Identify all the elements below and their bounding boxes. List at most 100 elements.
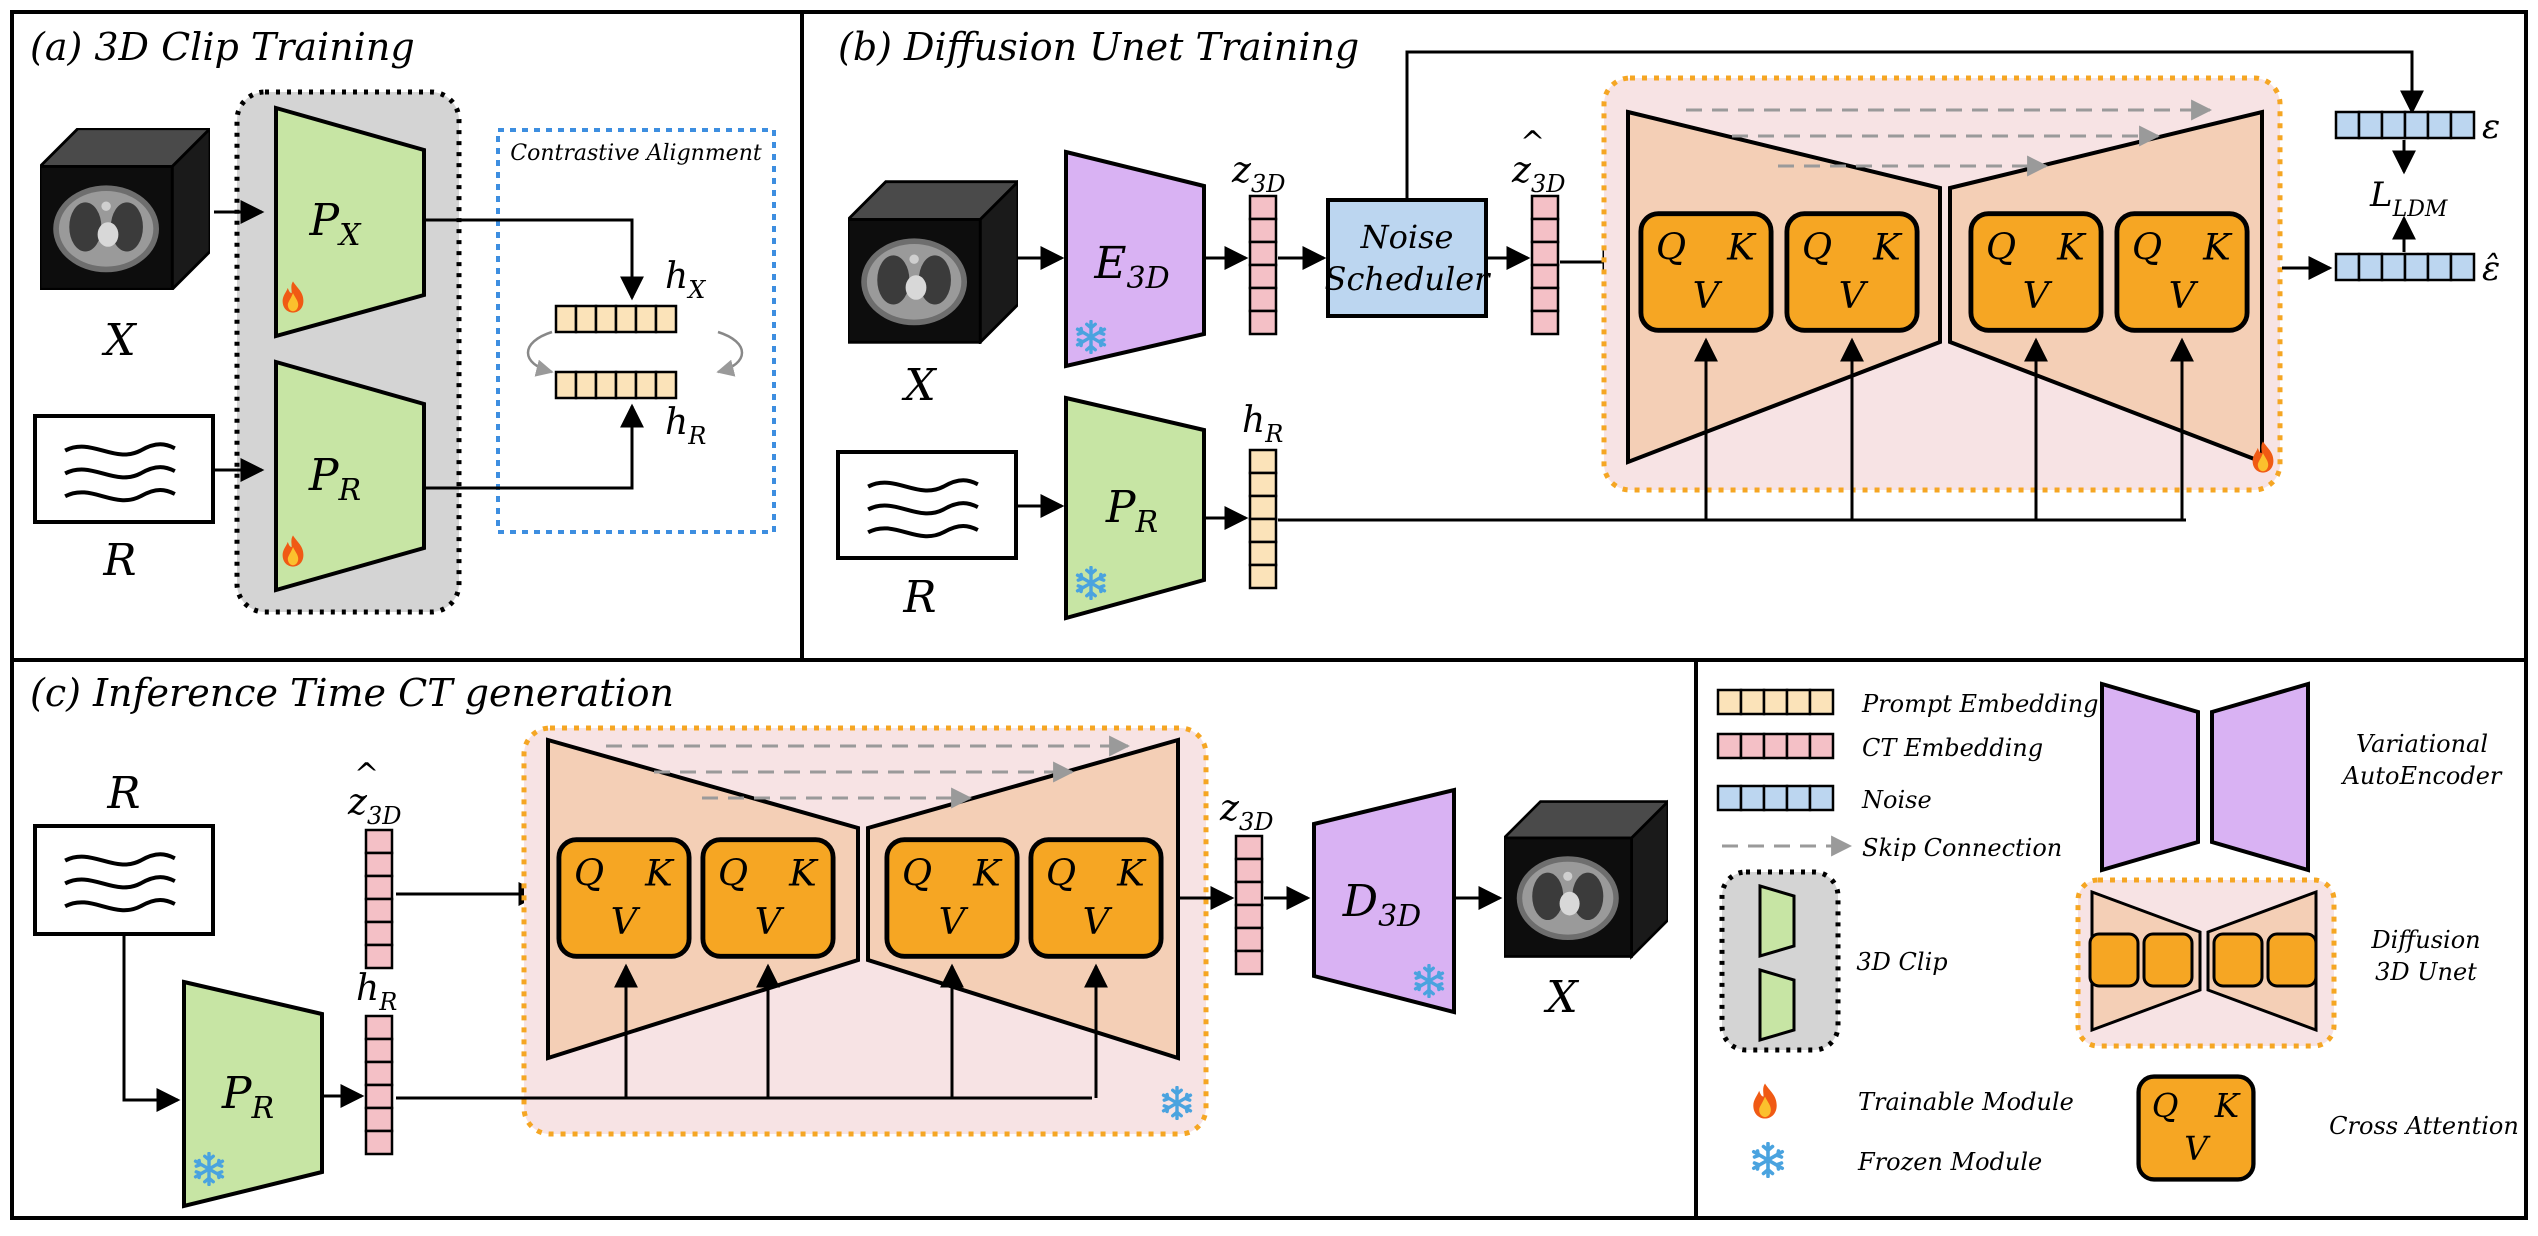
- report-box: [33, 824, 215, 936]
- embedding-cell: [1248, 471, 1278, 498]
- embedding-z3d: [1234, 834, 1264, 976]
- hr-sub: R: [687, 422, 706, 450]
- embedding-cell: [2380, 110, 2407, 140]
- zhat-letter: z: [1511, 150, 1532, 191]
- align-arrow-left: [526, 330, 554, 377]
- zhat-hat: ^: [1520, 125, 1545, 160]
- legend-cross-attention: [2139, 1077, 2254, 1180]
- pr-letter: P: [308, 450, 340, 501]
- embedding-cell: [1762, 732, 1789, 760]
- embedding-cell: [364, 1129, 394, 1156]
- embedding-cell: [1248, 286, 1278, 313]
- pr-letter: P: [221, 1068, 253, 1119]
- embedding-cell: [1530, 263, 1560, 290]
- panel-a-title: (a) 3D Clip Training: [30, 25, 415, 69]
- embedding-cell: [574, 304, 598, 334]
- z-letter: z: [1219, 788, 1240, 829]
- embedding-z3d-hat: [1530, 194, 1560, 336]
- embedding-cell: [1234, 857, 1264, 884]
- legend-vae-label-1: Variational: [2356, 730, 2488, 758]
- svg-text:z3D: z3D: [1219, 788, 1273, 836]
- embedding-cell: [1530, 286, 1560, 313]
- legend-vae-encoder: [2100, 681, 2200, 873]
- embedding-cell: [2403, 110, 2430, 140]
- symbol-r: R: [102, 535, 136, 586]
- z-letter: z: [1231, 150, 1252, 191]
- hx-letter: h: [665, 256, 688, 297]
- embedding-cell: [1716, 688, 1743, 716]
- legend-trainable-label: Trainable Module: [1858, 1088, 2074, 1116]
- embedding-cell: [1248, 494, 1278, 521]
- report-box: [836, 450, 1018, 560]
- hr-letter: h: [665, 402, 688, 443]
- symbol-x: X: [1543, 972, 1579, 1023]
- embedding-cell: [2426, 110, 2453, 140]
- px-letter: P: [309, 195, 341, 246]
- ct-volume-icon: [848, 180, 1018, 344]
- zhat-sub: 3D: [367, 802, 402, 830]
- embedding-cell: [364, 920, 394, 947]
- embedding-cell: [1808, 732, 1835, 760]
- embedding-cell: [364, 897, 394, 924]
- embedding-z3d-hat: [364, 828, 394, 970]
- legend-ct-label: CT Embedding: [1862, 734, 2043, 762]
- pr-letter: P: [1105, 482, 1137, 533]
- embedding-cell: [1739, 732, 1766, 760]
- embedding-cell: [1248, 448, 1278, 475]
- embedding-cell: [614, 304, 638, 334]
- embedding-cell: [1530, 309, 1560, 336]
- svg-text:hX: hX: [665, 256, 706, 304]
- panel-b: X R E3D PR z3D Noise Scheduler z3D ^: [836, 50, 2500, 623]
- svg-text:z3D: z3D: [1231, 150, 1285, 198]
- embedding-cell: [2426, 252, 2453, 282]
- embedding-cell: [1234, 834, 1264, 861]
- cross-attention-block: [1031, 840, 1161, 957]
- embedding-cell: [1785, 784, 1812, 812]
- panel-frames: [10, 10, 2528, 1220]
- ct-volume-icon: [40, 128, 210, 290]
- contrastive-label: Contrastive Alignment: [510, 141, 762, 166]
- embedding-cell: [364, 1037, 394, 1064]
- hr-sub: R: [1264, 420, 1283, 448]
- legend-unet-label-1: Diffusion: [2370, 926, 2480, 954]
- embedding-cell: [364, 851, 394, 878]
- noise-scheduler-label-1: Noise: [1360, 218, 1454, 256]
- encoder-e3d: [1064, 149, 1206, 369]
- d-sub: 3D: [1378, 899, 1421, 934]
- cross-attention-block: [2117, 214, 2247, 331]
- noise-scheduler-label-2: Scheduler: [1325, 260, 1492, 298]
- projector-px: [274, 105, 426, 339]
- embedding-cell: [634, 370, 658, 400]
- embedding-hr: [554, 370, 678, 400]
- embedding-hx: [554, 304, 678, 334]
- contrastive-box: [496, 128, 776, 534]
- pr-sub: R: [338, 473, 362, 508]
- symbol-r: R: [902, 572, 936, 623]
- embedding-cell: [554, 370, 578, 400]
- svg-text:hR: hR: [1242, 400, 1283, 448]
- hr-letter: h: [356, 968, 379, 1009]
- svg-text:LLDM: LLDM: [2369, 175, 2448, 222]
- pr-sub: R: [251, 1091, 275, 1126]
- hr-sub: R: [378, 988, 397, 1016]
- cross-attention-block: [1971, 214, 2101, 331]
- embedding-cell: [2380, 252, 2407, 282]
- embedding-cell: [1248, 517, 1278, 544]
- embedding-cell: [1808, 688, 1835, 716]
- snowflake-icon: [1751, 1142, 1785, 1178]
- embedding-cell: [364, 1060, 394, 1087]
- embedding-cell: [1248, 194, 1278, 221]
- legend-ct-swatch: [1716, 732, 1835, 760]
- legend-vae-decoder: [2210, 681, 2310, 873]
- embedding-cell: [2449, 252, 2476, 282]
- panel-b-title: (b) Diffusion Unet Training: [838, 25, 1359, 69]
- embedding-cell: [364, 874, 394, 901]
- ct-volume-icon: [1504, 800, 1668, 958]
- symbol-r: R: [106, 768, 140, 819]
- legend-noise-label: Noise: [1861, 786, 1932, 814]
- fire-icon: [1753, 1083, 1777, 1119]
- embedding-cell: [1716, 784, 1743, 812]
- align-arrow-right: [716, 330, 744, 377]
- legend-unet-label-2: 3D Unet: [2375, 958, 2477, 986]
- projector-pr: [1064, 395, 1206, 621]
